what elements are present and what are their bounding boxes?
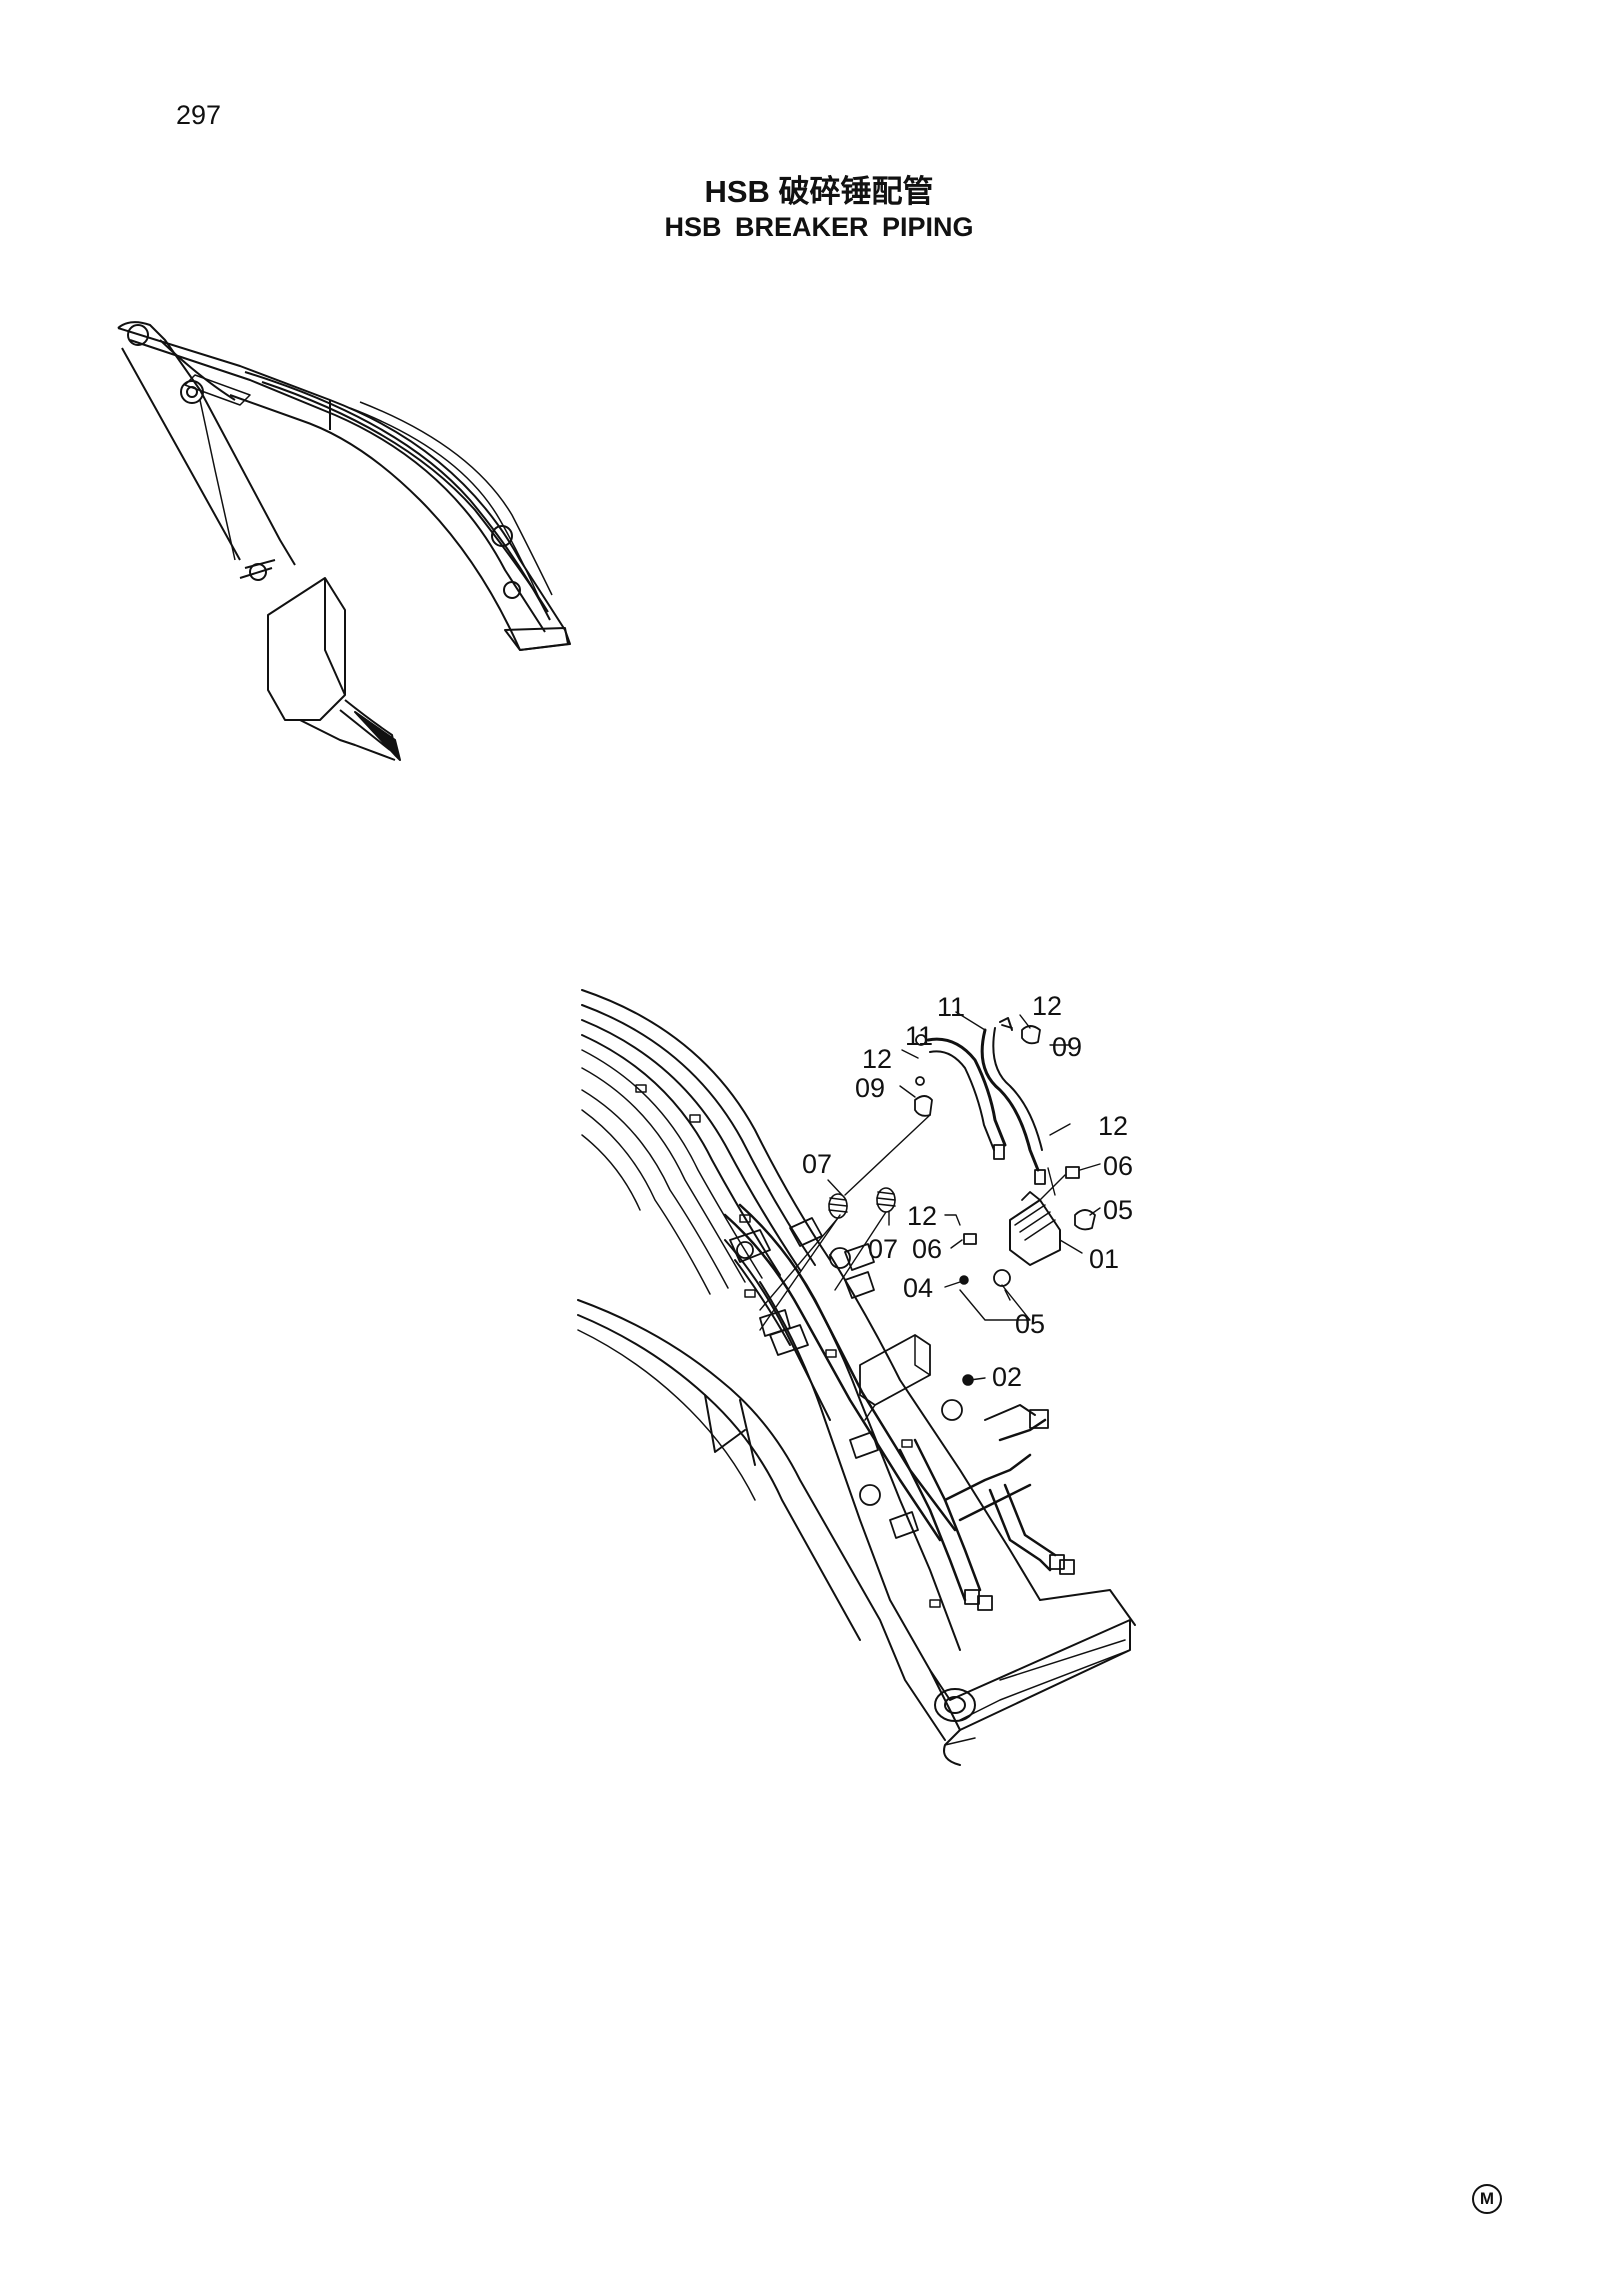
callout-07-lower: 07 [868,1234,898,1264]
callout-11-left: 11 [905,1021,933,1051]
callout-11-top: 11 [937,992,965,1022]
page-number: 297 [176,100,222,130]
callout-02: 02 [992,1362,1022,1392]
callout-12-left: 12 [862,1044,892,1074]
callout-12-top: 12 [1032,991,1062,1021]
overview-boom-illustration [117,321,571,761]
callout-07-upper: 07 [802,1149,832,1179]
callout-12-right: 12 [1098,1111,1128,1141]
callout-06-right: 06 [1103,1151,1133,1181]
callout-09-left: 09 [855,1073,885,1103]
callout-06-left: 06 [912,1234,942,1264]
title-chinese: HSB 破碎锤配管 [704,174,934,209]
callout-04: 04 [903,1273,933,1303]
boom-piping-detail [577,989,1136,1766]
title-english: HSB BREAKER PIPING [664,212,974,242]
part-callouts: 11 11 12 09 12 09 12 06 07 05 12 07 06 0… [802,991,1133,1392]
callout-05-right: 05 [1103,1195,1133,1225]
callout-05-lower: 05 [1015,1309,1045,1339]
manufacturer-mark-logo: M [1472,2184,1502,2214]
callout-09-right: 09 [1052,1032,1082,1062]
callout-01: 01 [1089,1244,1119,1274]
callout-12-middle: 12 [907,1201,937,1231]
